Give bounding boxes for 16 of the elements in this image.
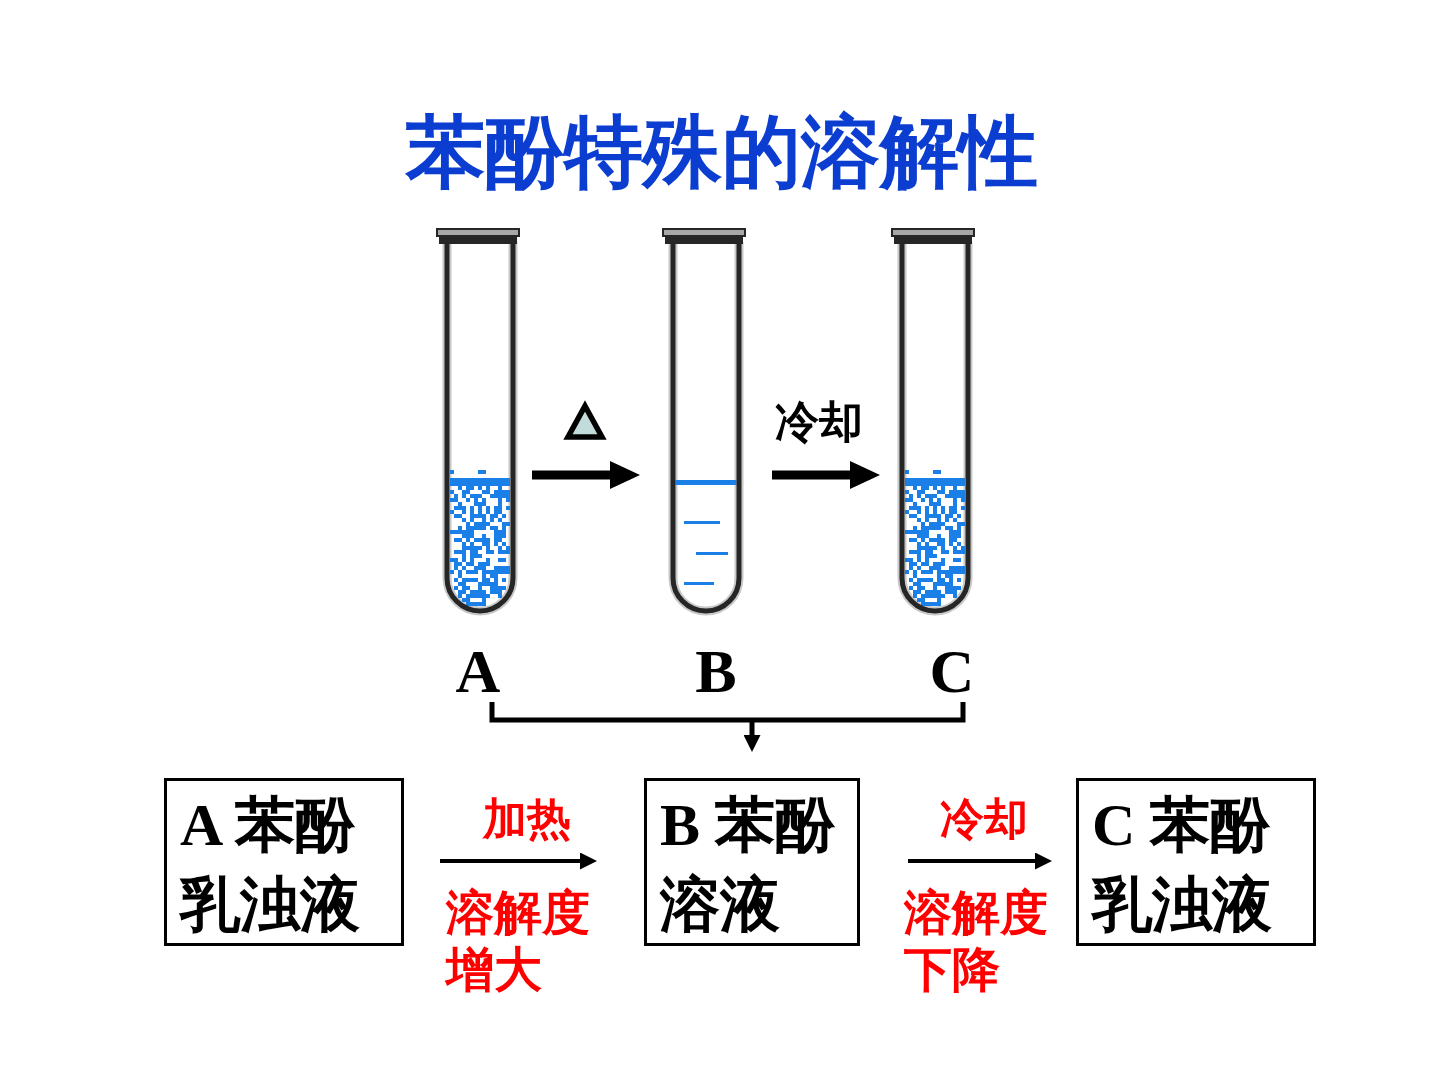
- note-text: 溶解度增大: [446, 885, 591, 998]
- test-tube: [436, 226, 520, 618]
- tube-label: B: [695, 640, 737, 702]
- arrow: [532, 461, 640, 489]
- state-box: A 苯酚乳浊液: [164, 778, 404, 946]
- arrow: [772, 461, 880, 489]
- arrow: [440, 852, 597, 870]
- note-text: 溶解度下降: [904, 885, 1049, 998]
- test-tube: [891, 226, 975, 618]
- test-tube: [662, 226, 746, 618]
- state-box: B 苯酚溶液: [644, 778, 860, 946]
- arrow: [908, 852, 1052, 870]
- tube-label: C: [929, 640, 975, 702]
- bracket-arrow: [489, 699, 966, 752]
- state-box: C 苯酚乳浊液: [1076, 778, 1316, 946]
- tube-label: A: [455, 640, 501, 702]
